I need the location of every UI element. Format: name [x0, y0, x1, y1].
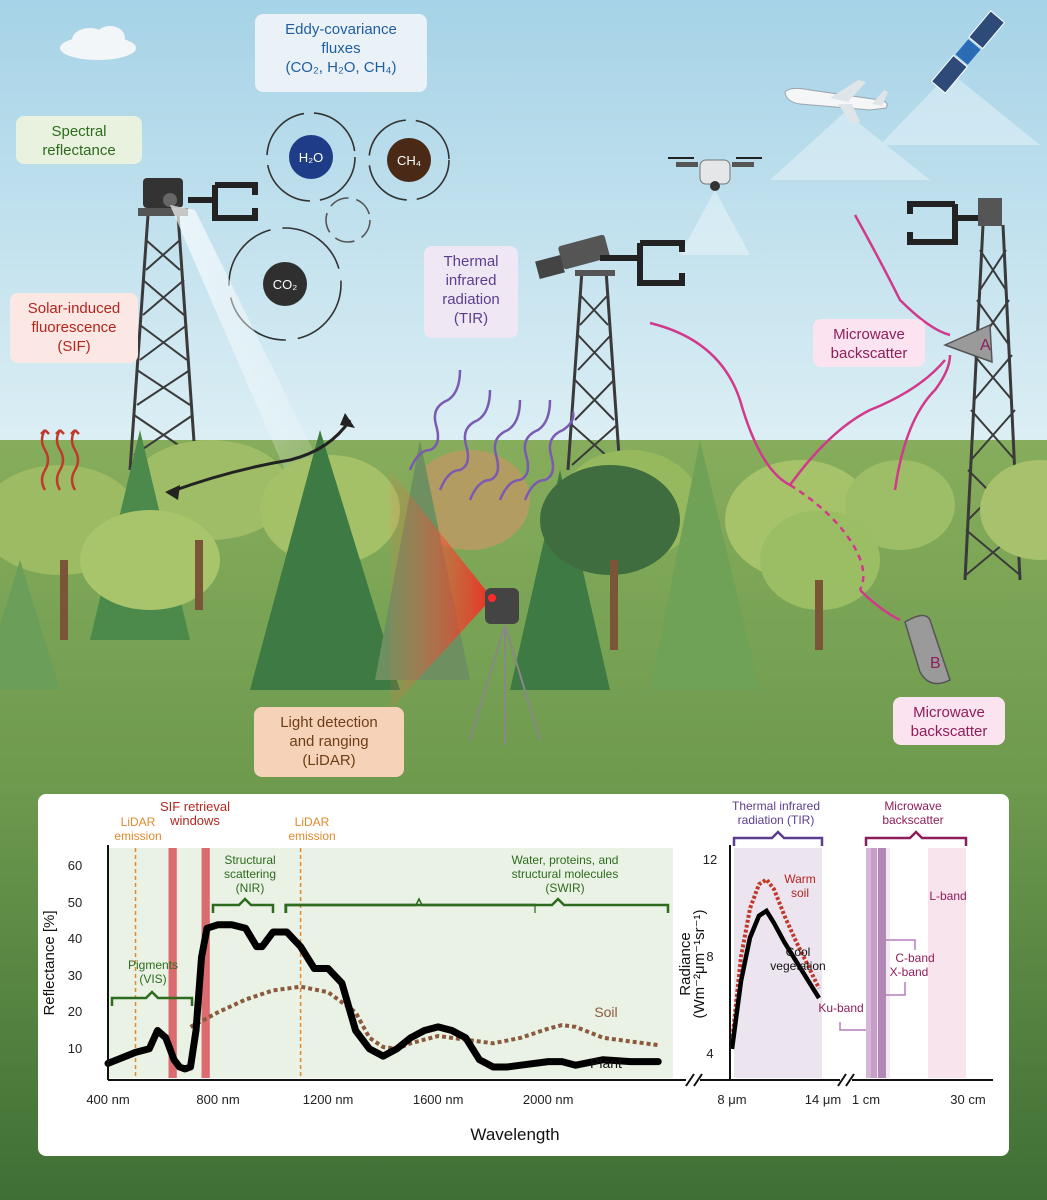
microwave-backscatter-label-a: Microwave backscatter — [813, 319, 925, 367]
co2-molecule — [263, 262, 307, 306]
lidar-label: Light detection and ranging (LiDAR) — [254, 707, 404, 777]
camera-icon — [143, 178, 183, 208]
tir-y-tick: 12 — [702, 852, 718, 868]
reflectance-y-tick: 40 — [67, 931, 83, 947]
tower-tir — [566, 269, 622, 471]
boom-arm-tir — [600, 240, 685, 286]
reflectance-x-tick: 1200 nm — [302, 1092, 354, 1107]
lidar-scanner-icon — [485, 588, 519, 624]
camera-lens — [163, 193, 177, 207]
x-band-label: X-band — [889, 965, 929, 979]
plant-series-line — [104, 921, 662, 1073]
lidar-tripod — [469, 624, 541, 745]
thermal-camera-icon — [535, 234, 615, 280]
reflectance-y-tick: 60 — [67, 858, 83, 874]
sensor-footprints — [680, 72, 1040, 255]
wavelength-axis-label: Wavelength — [470, 1125, 560, 1144]
drone-icon — [668, 157, 762, 191]
reflectance-y-tick: 10 — [67, 1040, 83, 1056]
sif-band-1 — [201, 848, 210, 1078]
antenna-a-icon — [942, 323, 993, 364]
reflectance-chart — [104, 848, 662, 1078]
lidar-beam — [390, 470, 492, 710]
reflectance-y-tick: 50 — [67, 894, 83, 910]
tir-emission-arrows — [408, 369, 575, 501]
warm-soil-line — [730, 876, 821, 1042]
soil-label: Soil — [594, 1004, 618, 1020]
sif-emission-arrows — [40, 429, 80, 491]
reflectance-x-tick: 1600 nm — [412, 1092, 464, 1107]
microwave-chart-title: Microwave backscatter — [882, 799, 944, 827]
microwave-x-tick: 30 cm — [950, 1092, 986, 1107]
tir-chart-title: Thermal infrared radiation (TIR) — [731, 799, 821, 827]
reflectance-y-tick: 30 — [67, 967, 83, 983]
tir-y-tick: 4 — [706, 1045, 714, 1061]
antenna-b-label: B — [930, 655, 941, 672]
microwave-x-tick: 1 cm — [851, 1092, 881, 1107]
microwave-paths — [649, 214, 952, 622]
sif-band-0 — [168, 848, 177, 1078]
co2-label: CO₂ — [273, 277, 298, 292]
lidar-emission-label-2: LiDAR emission — [288, 815, 336, 843]
nir-label: Structural scattering (NIR) — [223, 853, 277, 895]
plant-label: Plant — [590, 1055, 622, 1071]
reflectance-axis-label: Reflectance [%] — [41, 910, 58, 1016]
flux-arrow-1 — [169, 419, 352, 494]
tir-y-tick: 8 — [706, 948, 714, 964]
sif-windows-label: SIF retrieval windows — [159, 799, 231, 828]
ch4-molecule — [387, 138, 431, 182]
reflectance-x-tick: 400 nm — [86, 1092, 130, 1107]
satellite-icon — [930, 10, 1006, 94]
tir-label: Thermal infrared radiation (TIR) — [424, 246, 518, 338]
ch4-label: CH₄ — [397, 153, 421, 168]
swir-bracket — [284, 897, 670, 913]
cloud — [60, 26, 136, 60]
chart-axes — [107, 845, 993, 1087]
spectral-beam — [170, 205, 335, 505]
vis-label: Pigments (VIS) — [127, 958, 179, 986]
eddy-covariance-label: Eddy-covariance fluxes (CO₂, H₂O, CH₄) — [255, 14, 427, 92]
reflectance-x-tick: 2000 nm — [522, 1092, 574, 1107]
tower-spectral — [128, 214, 198, 471]
tir-chart — [729, 876, 821, 1050]
sif-label: Solar-induced fluorescence (SIF) — [10, 293, 138, 363]
airplane-icon — [784, 80, 888, 124]
cool-vegetation-line — [729, 907, 821, 1050]
antenna-b-icon — [904, 614, 951, 685]
radiance-axis-label: Radiance (Wm⁻²μm⁻¹sr⁻¹) — [677, 909, 708, 1019]
band-pointers — [839, 939, 916, 1031]
tir-x-tick: 14 μm — [804, 1092, 842, 1107]
reflectance-y-tick: 20 — [67, 1004, 83, 1020]
tir-x-tick: 8 μm — [717, 1092, 747, 1107]
c-band-label: C-band — [895, 951, 935, 965]
boom-arm — [188, 182, 258, 221]
warm-soil-label: Warm soil — [784, 872, 816, 900]
h2o-label: H₂O — [299, 150, 324, 165]
soil-series-line — [189, 984, 659, 1051]
l-band-bg — [928, 848, 966, 1078]
l-band-label: L-band — [929, 889, 967, 903]
ku-band-label: Ku-band — [818, 1001, 864, 1015]
sky — [0, 0, 1047, 470]
h2o-molecule — [289, 135, 333, 179]
lidar-emission-label-1: LiDAR emission — [114, 815, 162, 843]
micro-bg — [866, 848, 890, 1078]
cool-vegetation-label: Cool vegetation — [770, 945, 826, 973]
spectral-reflectance-label: Spectral reflectance — [16, 116, 142, 164]
microwave-backscatter-label-b: Microwave backscatter — [893, 697, 1005, 745]
reflectance-x-tick: 800 nm — [196, 1092, 240, 1107]
swir-label: Water, proteins, and structural molecule… — [511, 853, 619, 895]
antenna-a-label: A — [980, 337, 991, 354]
